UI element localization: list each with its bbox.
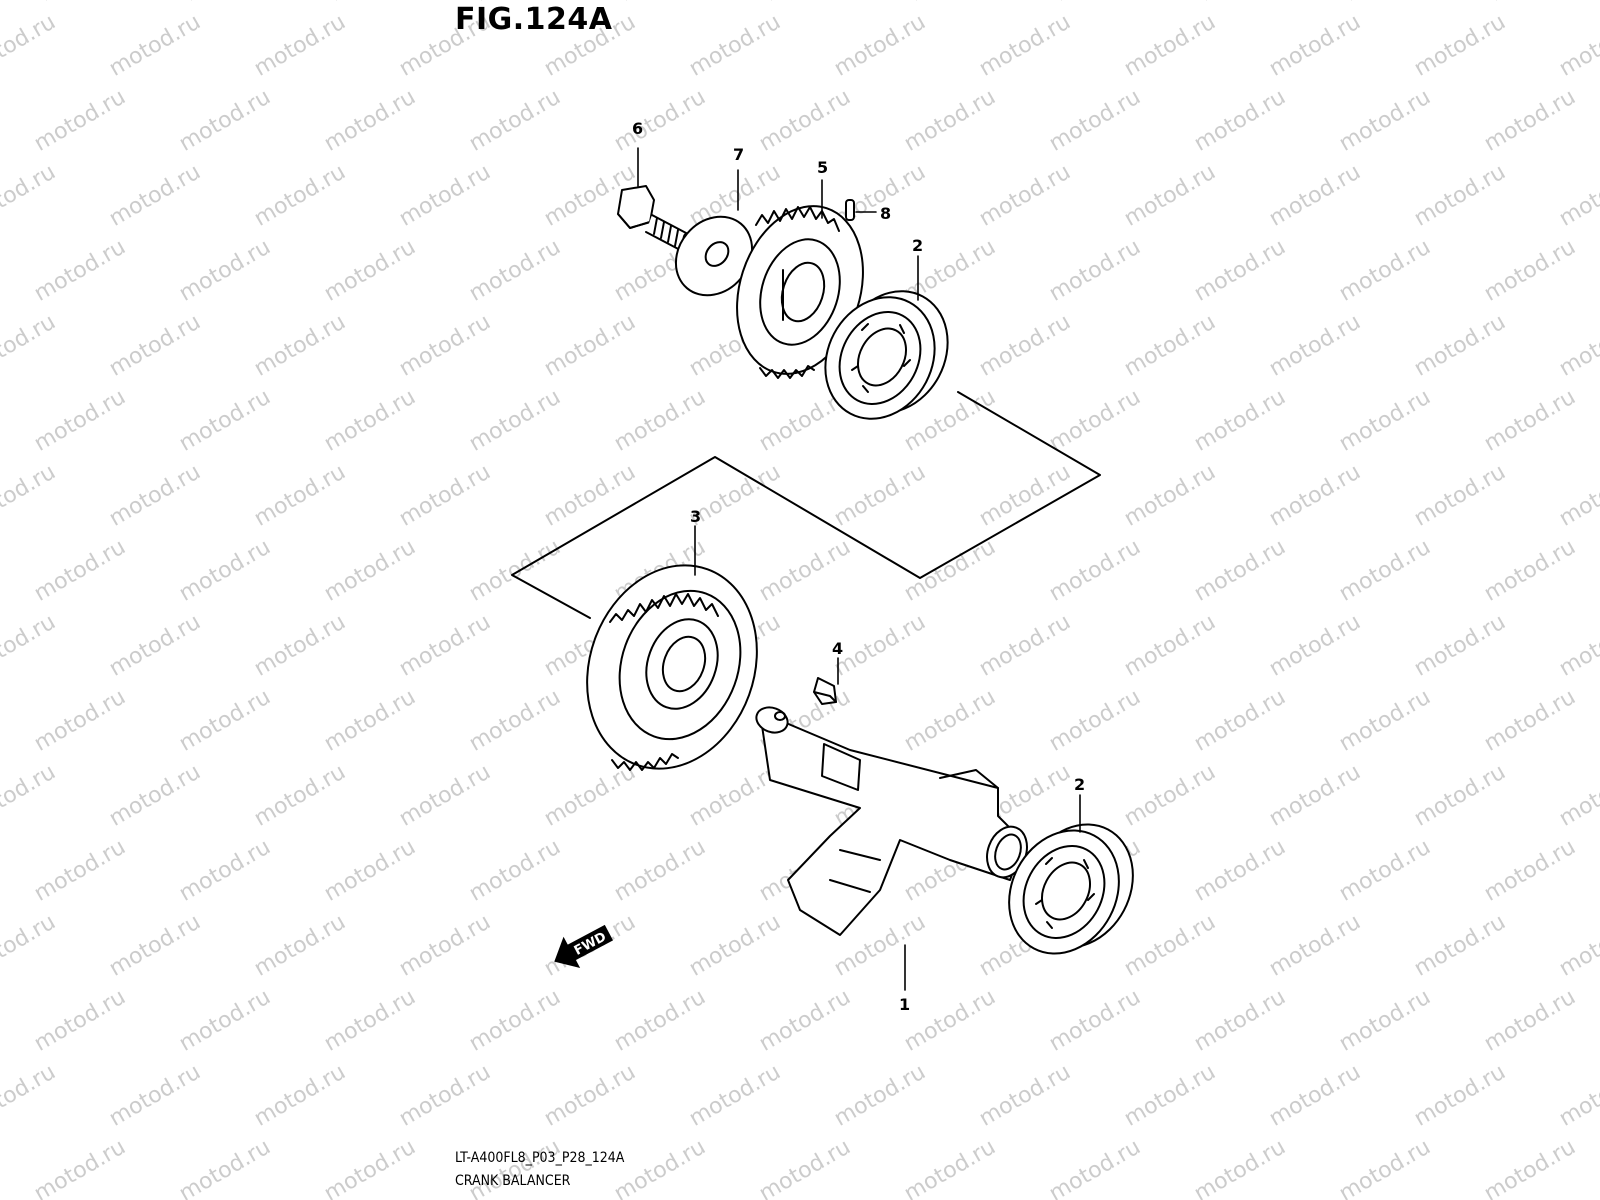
leader-lines <box>637 147 1081 991</box>
forward-direction-arrow: FWD <box>554 924 614 968</box>
bearing-lower-2 <box>1008 823 1134 955</box>
washer-7 <box>674 215 754 297</box>
bearing-upper-2 <box>824 290 949 420</box>
figure-name: CRANK BALANCER <box>455 1173 571 1189</box>
pin-8 <box>845 199 855 221</box>
callout-3: 3 <box>690 507 701 526</box>
figure-title: FIG.124A <box>455 2 613 37</box>
assembly-reference-lines <box>511 391 1101 619</box>
callout-4: 4 <box>832 639 843 658</box>
callout-2-upper: 2 <box>912 236 923 255</box>
drive-gear-3 <box>586 564 758 771</box>
callout-2-lower: 2 <box>1074 775 1085 794</box>
balancer-shaft-1 <box>755 706 1028 936</box>
callout-6: 6 <box>632 119 643 138</box>
callout-7: 7 <box>733 145 744 164</box>
callout-numbers: 6 7 5 8 2 3 4 1 2 <box>632 119 1085 1014</box>
callout-1: 1 <box>899 995 910 1014</box>
figure-code: LT-A400FL8_P03_P28_124A <box>455 1150 625 1166</box>
key-4 <box>813 677 837 705</box>
bolt-6 <box>617 185 690 253</box>
callout-5: 5 <box>817 158 828 177</box>
callout-8: 8 <box>880 204 891 223</box>
